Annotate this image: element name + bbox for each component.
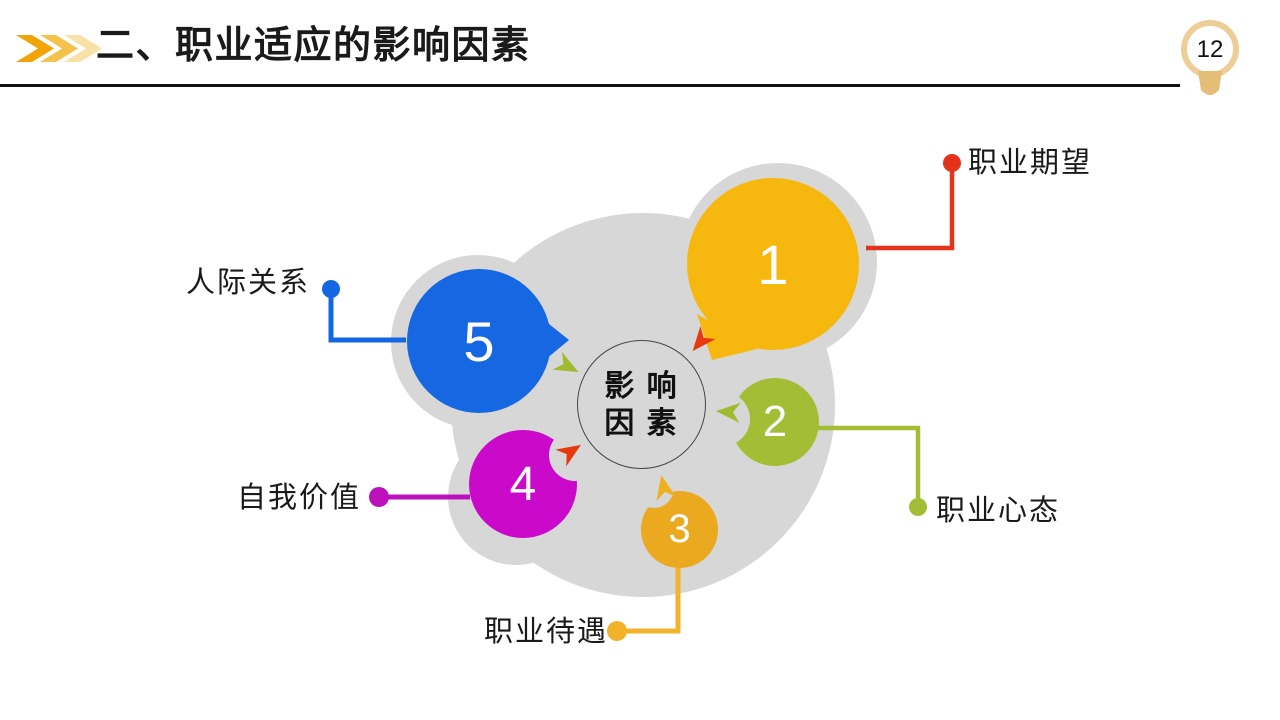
factor-number: 3 <box>668 507 691 551</box>
lightbulb-icon <box>1170 10 1246 102</box>
lightbulb-base <box>1198 71 1222 95</box>
factor-label-2: 职业心态 <box>936 495 1061 527</box>
center-topic-circle: 影 响 因 素 <box>577 340 706 469</box>
factor-number: 5 <box>463 309 495 373</box>
page-number: 12 <box>1196 36 1224 63</box>
factor-number: 1 <box>757 232 789 296</box>
factor-circle-1: 1 <box>687 178 859 350</box>
connector-line-1 <box>866 168 955 251</box>
connector-dot-3 <box>607 621 627 641</box>
connector-dot-2 <box>909 498 927 516</box>
factor-label-1: 职业期望 <box>968 147 1093 179</box>
factor-number: 2 <box>762 397 788 446</box>
header-divider <box>0 84 1180 87</box>
bite-notch-3 <box>634 468 674 508</box>
factor-label-4: 自我价值 <box>237 482 362 514</box>
connector-dot-4 <box>369 487 389 507</box>
center-label-line2: 因 素 <box>604 406 679 440</box>
connector-dot-1 <box>943 154 961 172</box>
factor-label-5: 人际关系 <box>186 267 311 299</box>
factor-number: 4 <box>509 457 537 511</box>
factor-circle-5: 5 <box>407 269 551 413</box>
connector-dot-5 <box>322 280 340 298</box>
factor-label-3: 职业待遇 <box>483 616 608 648</box>
slide-title: 二、职业适应的影响因素 <box>96 25 531 67</box>
center-label-line1: 影 响 <box>604 369 679 403</box>
